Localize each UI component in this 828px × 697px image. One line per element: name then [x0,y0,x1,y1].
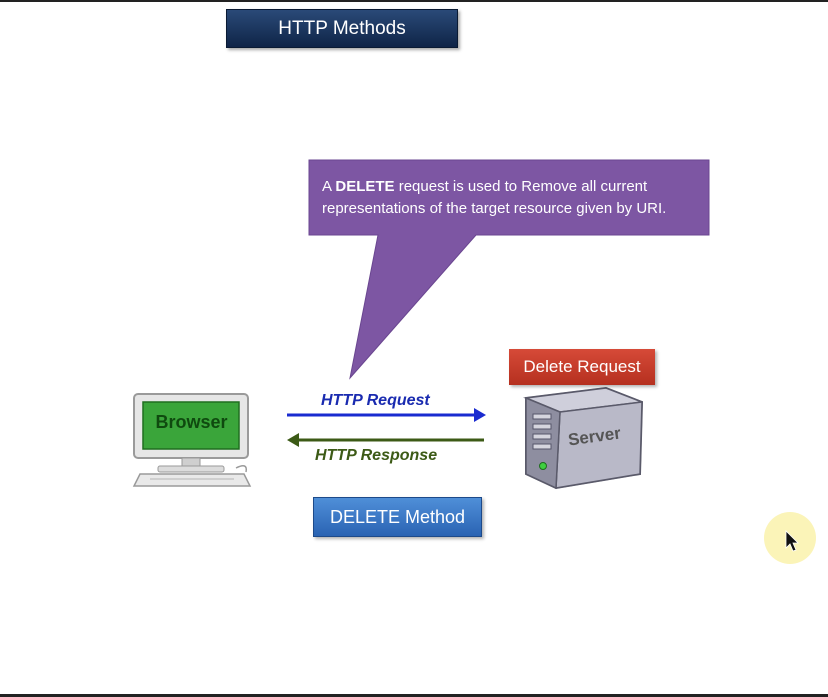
delete-method-text: DELETE Method [329,506,466,527]
title-text: HTTP Methods [278,17,406,39]
browser-computer-icon [132,393,252,487]
delete-request-tag: Delete Request [509,349,655,385]
cursor-arrow-icon [785,530,799,552]
delete-method-button[interactable]: DELETE Method [313,497,482,537]
response-label: HTTP Response [315,447,438,464]
callout-keyword: DELETE [335,178,395,195]
request-label: HTTP Request [321,392,430,409]
callout-text: A DELETE request is used to Remove all c… [322,176,702,220]
top-border [0,0,828,2]
request-arrow [287,408,486,422]
callout-line2: representations of the target resource g… [322,200,667,217]
callout-prefix: A [322,178,336,195]
callout-bubble [308,159,710,380]
title-banner: HTTP Methods [226,9,458,48]
bottom-border [0,694,828,697]
server-icon [523,386,644,490]
browser-label: Browser [155,412,228,432]
delete-request-text: Delete Request [523,357,641,376]
response-arrow [287,433,484,447]
callout-line1: request is used to Remove all current [394,178,648,195]
